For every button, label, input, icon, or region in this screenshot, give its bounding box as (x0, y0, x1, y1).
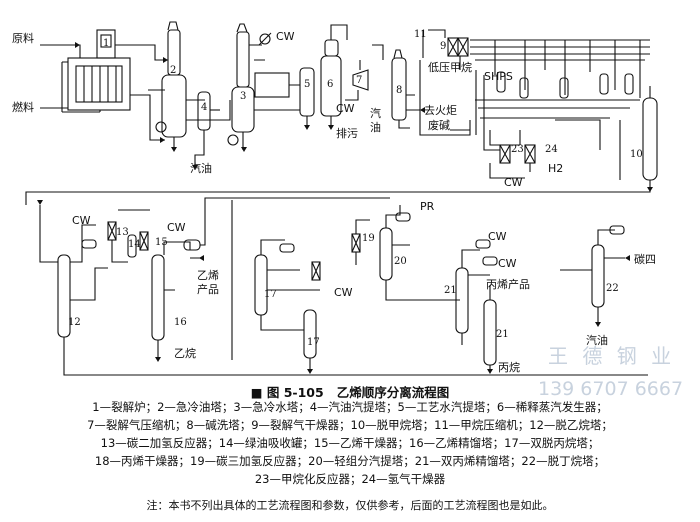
deethanizer-12 (39, 205, 648, 376)
equipment-number-7: 7 (356, 75, 363, 86)
equipment-number-21b: 21 (496, 329, 509, 340)
cw-label-3: CW (504, 176, 523, 189)
equipment-number-22: 22 (606, 283, 619, 294)
legend-line-2: 7—裂解气压缩机；8—碱洗塔；9—裂解气干燥器；10—脱甲烷塔；11—甲烷压缩机… (87, 418, 613, 432)
equipment-number-10: 10 (630, 149, 643, 160)
cw-label-8: CW (498, 257, 517, 270)
cw-label-1: CW (276, 30, 295, 43)
legend-line-4: 18—丙烯干燥器；19—碳三加氢反应器；20—轻组分汽提塔；21—双丙烯精馏塔；… (94, 454, 606, 468)
legend-line-3: 13—碳二加氢反应器；14—绿油吸收罐；15—乙烯干燥器；16—乙烯精馏塔；17… (100, 436, 600, 450)
cold-box-exchangers (470, 39, 650, 146)
equipment-number-21a: 21 (444, 285, 457, 296)
gasoline-label-2b: 油 (370, 121, 381, 134)
cooler-circle (259, 33, 271, 45)
equipment-number-2: 2 (170, 65, 177, 76)
cw-label-4: CW (72, 214, 91, 227)
propane-label: 丙烷 (498, 361, 520, 374)
figure-title-marker: ■ (250, 385, 267, 400)
cw-label-7: CW (488, 230, 507, 243)
light-ends-stripper-20 (379, 205, 460, 301)
cw-label-6: CW (334, 286, 353, 299)
equipment-number-12: 12 (68, 317, 81, 328)
cracking-furnace-1 (40, 29, 131, 113)
c2-hydrogenation-reactor-13 (107, 209, 150, 263)
equipment-number-16: 16 (174, 317, 187, 328)
flow-arrows (37, 42, 653, 374)
demethanizer-10 (25, 86, 658, 205)
cw-label-2: CW (336, 102, 355, 115)
ethane-label: 乙烷 (174, 347, 196, 360)
hydrogen-label: H2 (548, 162, 564, 175)
quench-oil-tower-2 (148, 21, 231, 150)
watermark-phone: 139 6707 6667 (538, 378, 684, 400)
ethylene-fractionator-16 (151, 197, 390, 360)
caustic-wash-tower-8 (391, 49, 420, 129)
figure-title: 乙烯顺序分离流程图 (336, 385, 450, 400)
pr-label: PR (420, 200, 435, 213)
fuel-label: 燃料 (12, 101, 34, 114)
equipment-number-9: 9 (440, 41, 447, 52)
equipment-number-19: 19 (362, 233, 375, 244)
gasoline-label-3: 汽油 (586, 334, 608, 347)
cracked-gas-line (130, 94, 165, 141)
ethylene-dryer-15 (139, 231, 149, 251)
feed-label: 原料 (12, 32, 34, 45)
equipment-number-8: 8 (396, 85, 403, 96)
dual-propylene-fractionator-21 (455, 239, 498, 372)
cracked-gas-dryer-9 (422, 29, 469, 58)
equipment-number-11: 11 (414, 29, 427, 40)
shps-label: SHPS (484, 70, 513, 83)
dilution-steam-generator-6 (320, 24, 348, 128)
equipment-number-6: 6 (327, 79, 334, 90)
equipment-number-17b: 17 (307, 337, 320, 348)
equipment-number-20: 20 (394, 256, 407, 267)
process-water-stripper-5 (299, 67, 315, 128)
equipment-number-13: 13 (116, 227, 129, 238)
debutanizer-22 (560, 225, 625, 325)
legend-line-1: 1—裂解炉；2—急冷油塔；3—急冷水塔；4—汽油汽提塔；5—工艺水汽提塔；6—稀… (92, 400, 608, 414)
waste-alkali-label: 废碱 (428, 119, 450, 132)
equipment-number-24: 24 (545, 144, 558, 155)
flare-label: 去火炬 (424, 104, 457, 117)
gasoline-stripper-4 (194, 91, 220, 170)
dual-depropanizer-17 (231, 200, 321, 372)
drain-label: 排污 (336, 127, 358, 140)
c3-hydrogenation-reactor-19 (351, 219, 370, 265)
low-pressure-methane-label: 低压甲烷 (428, 61, 472, 74)
cracked-gas-compressor-7 (345, 44, 384, 101)
interconnect-lines (419, 56, 500, 151)
equipment-number-14: 14 (128, 239, 141, 250)
equipment-number-4: 4 (201, 102, 208, 113)
watermark-company: 王 德 钢 业 (548, 344, 676, 368)
legend-line-5: 23—甲烷化反应器；24—氢气干燥器 (254, 472, 446, 486)
equipment-number-17a: 17 (264, 289, 277, 300)
gasoline-label-2a: 汽 (370, 107, 381, 120)
figure-note: 注：本书不列出具体的工艺流程图和参数，仅供参考，后面的工艺流程图也是如此。 (146, 499, 554, 512)
c4-label: 碳四 (634, 253, 656, 266)
equipment-number-15: 15 (155, 237, 168, 248)
figure-number: 图 5-105 (266, 385, 324, 400)
equipment-number-1: 1 (103, 38, 110, 49)
hydrogen-dryer-24 (489, 144, 536, 179)
figure-title-row: ■ 图 5-105 乙烯顺序分离流程图 (0, 382, 700, 401)
cw-label-5: CW (167, 221, 186, 234)
equipment-number-5: 5 (304, 79, 311, 90)
equipment-number-3: 3 (240, 91, 247, 102)
green-oil-absorber-14 (127, 234, 137, 258)
equipment-number-23: 23 (511, 144, 524, 155)
ethylene-product-label-a: 乙烯 (197, 269, 219, 282)
ethylene-product-label-b: 产品 (197, 283, 219, 296)
methanation-reactor-23 (499, 144, 511, 164)
gasoline-label-1: 汽油 (190, 162, 212, 175)
propylene-product-label: 丙烯产品 (486, 278, 530, 291)
